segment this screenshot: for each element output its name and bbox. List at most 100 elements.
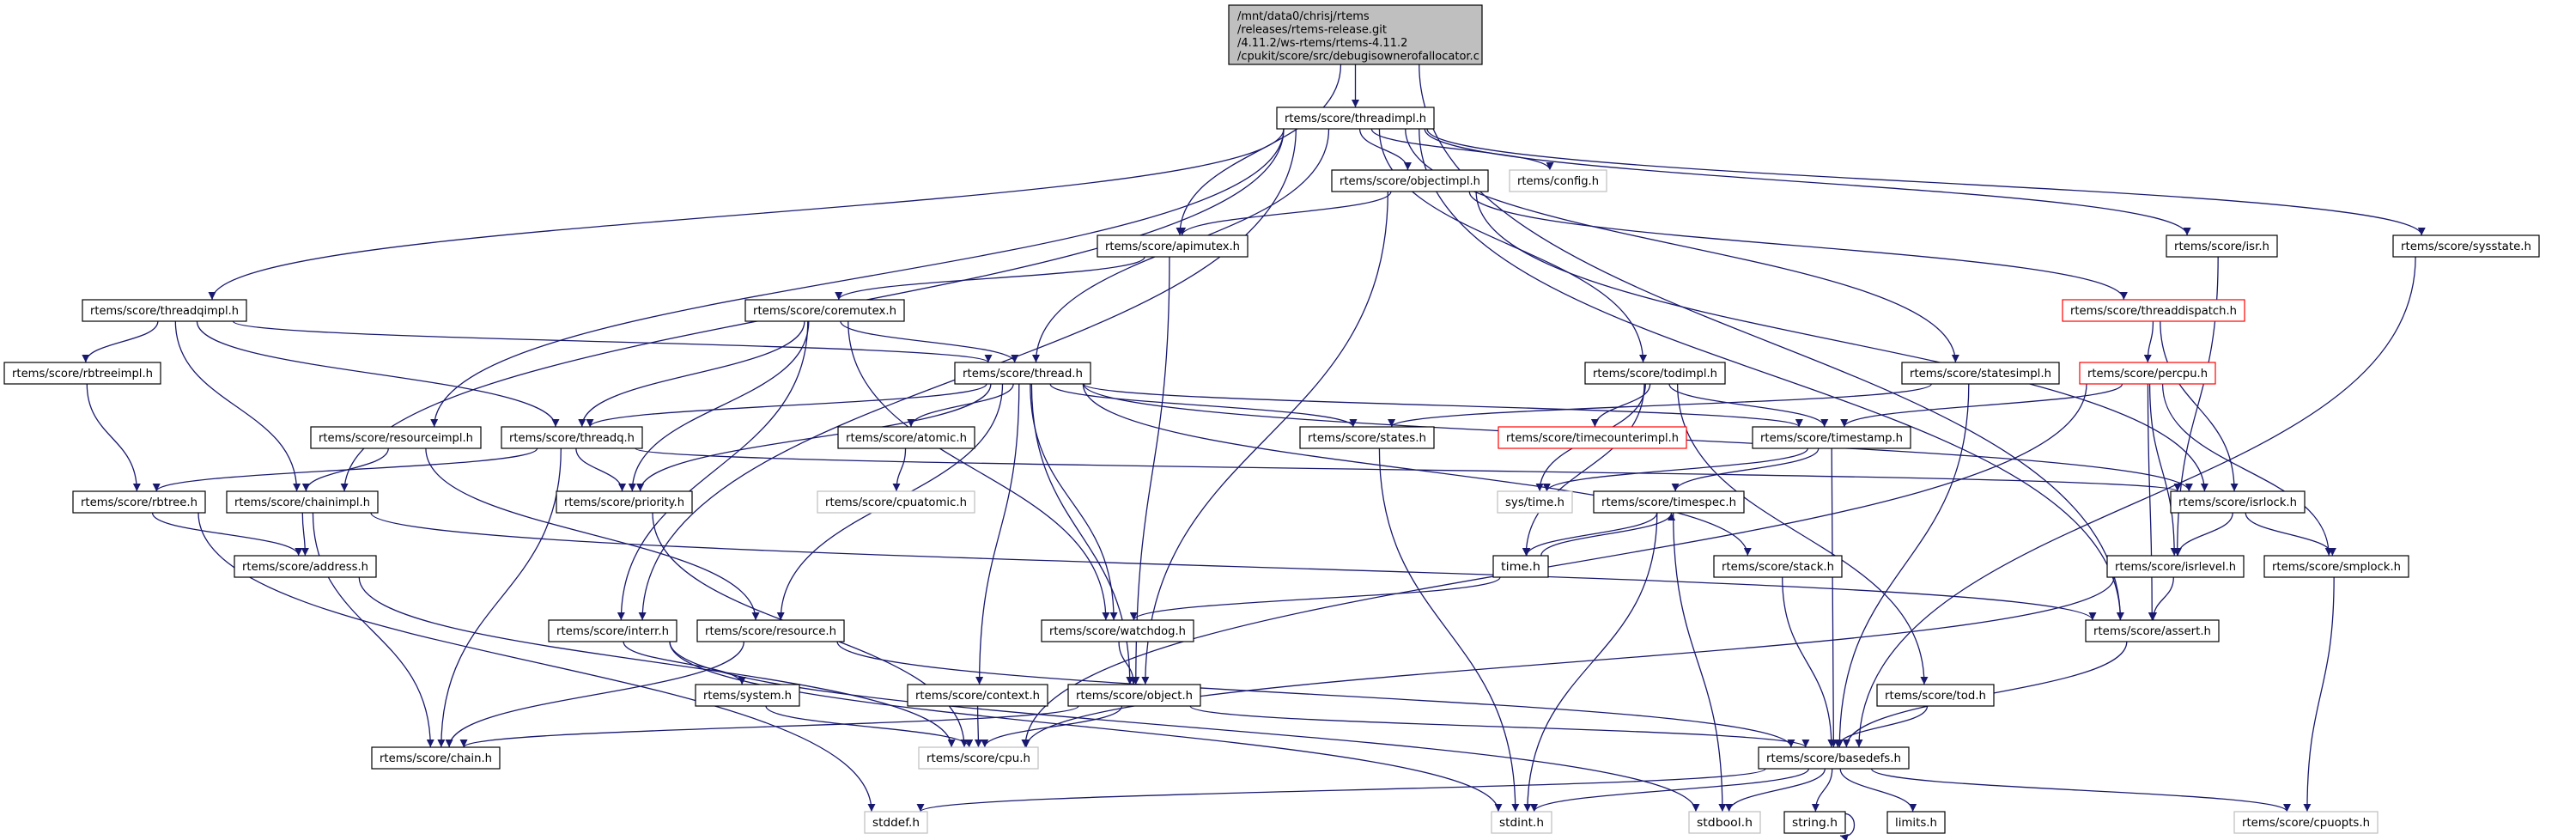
node-label: rtems/score/timespec.h <box>1601 496 1736 509</box>
edge-todimpl-to-timecounterimpl <box>1590 383 1651 428</box>
node-resource[interactable]: rtems/score/resource.h <box>696 619 845 642</box>
node-box <box>2170 490 2306 514</box>
edge-thread-to-watchdog <box>1030 383 1118 621</box>
node-timestamp[interactable]: rtems/score/timestamp.h <box>1752 426 1911 449</box>
node-box <box>864 811 928 834</box>
node-timespec[interactable]: rtems/score/timespec.h <box>1593 490 1745 514</box>
node-stdint[interactable]: stdint.h <box>1491 811 1552 834</box>
edge-object-to-chain <box>459 705 1079 748</box>
node-box <box>501 426 643 449</box>
edge-interr-to-stdint <box>669 641 1503 813</box>
edge-resourceimpl-to-resource <box>425 447 760 621</box>
node-label: rtems/score/timecounterimpl.h <box>1506 432 1679 445</box>
node-resourceimpl[interactable]: rtems/score/resourceimpl.h <box>310 426 482 449</box>
edge-chainimpl-to-assert <box>370 512 2097 621</box>
node-string[interactable]: string.h <box>1783 811 1846 834</box>
node-box <box>310 426 482 449</box>
edge-system-to-cpu <box>765 705 974 748</box>
node-thread[interactable]: rtems/score/thread.h <box>954 362 1091 385</box>
node-label: rtems/score/watchdog.h <box>1049 625 1186 638</box>
node-system[interactable]: rtems/system.h <box>695 684 800 707</box>
node-label: stdint.h <box>1499 817 1544 830</box>
node-box <box>837 426 975 449</box>
node-label: rtems/score/atomic.h <box>846 432 967 445</box>
node-cpu[interactable]: rtems/score/cpu.h <box>918 746 1039 770</box>
edge-coremutex-to-priority <box>628 320 810 492</box>
node-label: rtems/score/cpu.h <box>927 752 1030 765</box>
node-objectimpl[interactable]: rtems/score/objectimpl.h <box>1331 169 1489 192</box>
node-label: rtems/score/assert.h <box>2093 625 2211 638</box>
node-box <box>72 490 206 514</box>
node-limits[interactable]: limits.h <box>1886 811 1946 834</box>
node-chainimpl[interactable]: rtems/score/chainimpl.h <box>226 490 379 514</box>
node-percpu[interactable]: rtems/score/percpu.h <box>2079 362 2216 385</box>
node-cpuatomic[interactable]: rtems/score/cpuatomic.h <box>817 490 975 514</box>
node-box <box>556 490 693 514</box>
node-stdbool[interactable]: stdbool.h <box>1688 811 1761 834</box>
edge-threadimpl-to-resourceimpl <box>430 128 1285 428</box>
node-chain[interactable]: rtems/score/chain.h <box>371 746 501 770</box>
node-stack[interactable]: rtems/score/stack.h <box>1713 555 1843 578</box>
edge-threadimpl-to-isr <box>1424 128 2191 236</box>
node-tod[interactable]: rtems/score/tod.h <box>1876 684 1995 707</box>
node-threadq[interactable]: rtems/score/threadq.h <box>501 426 643 449</box>
node-stddef[interactable]: stddef.h <box>864 811 928 834</box>
node-todimpl[interactable]: rtems/score/todimpl.h <box>1584 362 1726 385</box>
node-assert[interactable]: rtems/score/assert.h <box>2085 619 2220 642</box>
edge-statesimpl-to-basedefs <box>1835 383 1970 748</box>
node-config[interactable]: rtems/config.h <box>1509 169 1607 192</box>
edge-todimpl-to-timestamp <box>1668 383 1829 428</box>
node-label: rtems/score/priority.h <box>564 496 684 509</box>
node-statesimpl[interactable]: rtems/score/statesimpl.h <box>1901 362 2060 385</box>
node-box <box>371 746 501 770</box>
node-apimutex[interactable]: rtems/score/apimutex.h <box>1097 234 1249 258</box>
node-threadimpl[interactable]: rtems/score/threadimpl.h <box>1276 107 1435 130</box>
node-priority[interactable]: rtems/score/priority.h <box>556 490 693 514</box>
node-box <box>907 684 1048 707</box>
node-box <box>226 490 379 514</box>
node-states[interactable]: rtems/score/states.h <box>1299 426 1435 449</box>
node-smplock[interactable]: rtems/score/smplock.h <box>2263 555 2409 578</box>
node-rbtreeimpl[interactable]: rtems/score/rbtreeimpl.h <box>3 362 161 385</box>
node-coremutex[interactable]: rtems/score/coremutex.h <box>744 299 905 322</box>
edge-isrlock-to-isrlevel <box>2173 512 2233 557</box>
node-isr[interactable]: rtems/score/isr.h <box>2166 234 2278 258</box>
node-address[interactable]: rtems/score/address.h <box>234 555 377 578</box>
node-basedefs[interactable]: rtems/score/basedefs.h <box>1758 746 1910 770</box>
edge-coremutex-to-threadq <box>578 320 805 428</box>
edge-rbtree-to-address <box>151 512 303 557</box>
edge-threadq-to-isrlock <box>635 447 2181 492</box>
node-sysstate[interactable]: rtems/score/sysstate.h <box>2392 234 2540 258</box>
node-object[interactable]: rtems/score/object.h <box>1067 684 1201 707</box>
node-cpuopts[interactable]: rtems/score/cpuopts.h <box>2233 811 2379 834</box>
edge-isrlock-to-smplock <box>2245 512 2336 557</box>
node-box <box>2079 362 2216 385</box>
edge-objectimpl-to-object <box>1141 191 1388 685</box>
edge-percpu-to-cpu <box>1021 383 2087 748</box>
node-context[interactable]: rtems/score/context.h <box>907 684 1048 707</box>
node-rbtree[interactable]: rtems/score/rbtree.h <box>72 490 206 514</box>
node-label-line: /mnt/data0/chrisj/rtems <box>1237 10 1370 23</box>
edge-thread-to-states <box>1049 383 1358 428</box>
edge-percpu-to-assert <box>2147 383 2156 621</box>
node-threadqimpl[interactable]: rtems/score/threadqimpl.h <box>82 299 247 322</box>
edge-percpu-to-smplock <box>2161 383 2333 557</box>
node-interr[interactable]: rtems/score/interr.h <box>548 619 677 642</box>
node-watchdog[interactable]: rtems/score/watchdog.h <box>1041 619 1194 642</box>
edge-timespec-to-stdint <box>1523 512 1658 813</box>
node-box <box>1067 684 1201 707</box>
node-systime[interactable]: sys/time.h <box>1497 490 1573 514</box>
node-atomic[interactable]: rtems/score/atomic.h <box>837 426 975 449</box>
edge-stack-to-basedefs <box>1782 576 1836 748</box>
edge-threadqimpl-to-thread <box>232 320 993 363</box>
node-isrlevel[interactable]: rtems/score/isrlevel.h <box>2106 555 2245 578</box>
node-label: rtems/score/thread.h <box>963 368 1083 380</box>
node-isrlock[interactable]: rtems/score/isrlock.h <box>2170 490 2306 514</box>
node-box <box>1228 4 1483 65</box>
node-root[interactable]: /mnt/data0/chrisj/rtems/releases/rtems-r… <box>1228 4 1483 65</box>
node-time[interactable]: time.h <box>1492 555 1549 578</box>
edge-threadq-to-rbtree <box>152 447 538 492</box>
node-threaddispatch[interactable]: rtems/score/threaddispatch.h <box>2062 299 2245 322</box>
node-timecounterimpl[interactable]: rtems/score/timecounterimpl.h <box>1498 426 1687 449</box>
node-box <box>2392 234 2540 258</box>
